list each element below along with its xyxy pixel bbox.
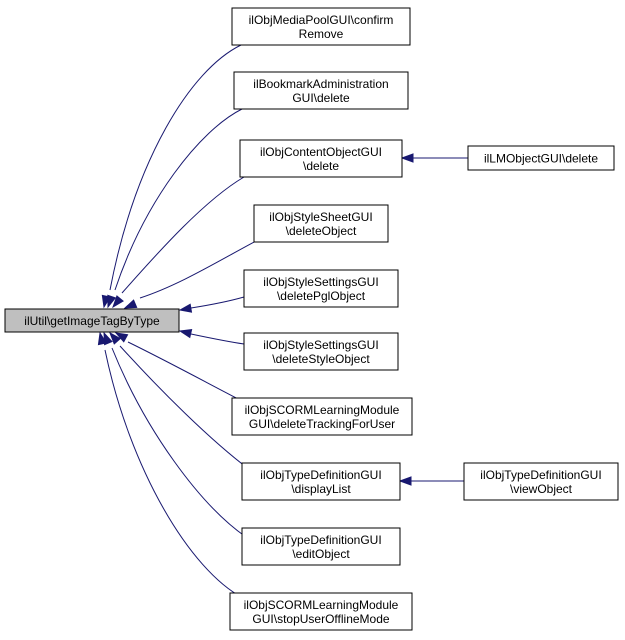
node-label-line: \deletePglObject	[277, 289, 366, 303]
edge-n7-to-focus	[114, 332, 251, 406]
node-label-line: GUI\deleteTrackingForUser	[249, 417, 395, 431]
node-n4[interactable]: ilObjStyleSheetGUI\deleteObject	[253, 204, 389, 243]
node-box	[231, 397, 413, 436]
node-box	[241, 462, 401, 501]
arrowhead	[178, 303, 193, 313]
node-label-line: ilObjSCORMLearningModule	[244, 598, 399, 612]
node-box	[243, 332, 399, 371]
node-box	[4, 308, 180, 333]
node-n3b[interactable]: ilLMObjectGUI\delete	[467, 145, 615, 171]
node-label-line: \editObject	[292, 547, 350, 561]
node-label-line: ilObjStyleSettingsGUI	[263, 338, 378, 352]
edge-n8b-to-n8	[398, 476, 464, 486]
edge-line	[114, 108, 243, 291]
edge-n2-to-focus	[107, 108, 243, 309]
edge-n6-to-focus	[178, 329, 245, 345]
node-label-line: ilObjTypeDefinitionGUI	[260, 533, 381, 547]
node-n5[interactable]: ilObjStyleSettingsGUI\deletePglObject	[243, 269, 399, 308]
edge-line	[121, 176, 245, 294]
node-label-line: ilObjSCORMLearningModule	[245, 403, 400, 417]
node-label-line: ilUtil\getImageTagByType	[24, 314, 160, 328]
nodes-layer: ilUtil\getImageTagByType ilObjMediaPoolGU…	[4, 7, 619, 631]
arrowhead	[178, 329, 193, 339]
edge-n9-to-focus	[103, 331, 247, 538]
node-n8b[interactable]: ilObjTypeDefinitionGUI\viewObject	[463, 462, 619, 501]
edge-line	[190, 333, 245, 345]
arrowhead	[109, 331, 122, 345]
edge-line	[139, 239, 259, 299]
edges-layer	[97, 44, 468, 599]
node-n7[interactable]: ilObjSCORMLearningModuleGUI\deleteTracki…	[231, 397, 413, 436]
arrowhead	[398, 476, 412, 486]
node-label-line: ilObjContentObjectGUI	[260, 145, 382, 159]
node-label-line: \displayList	[291, 482, 351, 496]
node-box	[241, 527, 401, 566]
node-n3[interactable]: ilObjContentObjectGUI\delete	[239, 139, 403, 178]
edge-n8-to-focus	[109, 331, 251, 471]
node-n10[interactable]: ilObjSCORMLearningModuleGUI\stopUserOffl…	[229, 592, 413, 631]
node-box	[467, 145, 615, 171]
node-label-line: ilObjStyleSettingsGUI	[263, 275, 378, 289]
arrowhead	[114, 332, 129, 343]
node-label-line: GUI\delete	[292, 91, 350, 105]
node-label-line: ilObjTypeDefinitionGUI	[260, 468, 381, 482]
edge-n10-to-focus	[97, 331, 244, 599]
node-box	[463, 462, 619, 501]
node-box	[229, 592, 413, 631]
edge-n4-to-focus	[123, 239, 259, 309]
node-box	[243, 269, 399, 308]
edge-line	[104, 349, 244, 599]
edge-line	[127, 341, 251, 406]
node-label-line: ilLMObjectGUI\delete	[484, 152, 598, 166]
node-label-line: GUI\stopUserOfflineMode	[252, 612, 389, 626]
node-label-line: \deleteObject	[286, 224, 357, 238]
node-label-line: ilBookmarkAdministration	[253, 77, 388, 91]
node-label-line: ilObjMediaPoolGUI\confirm	[249, 13, 394, 27]
node-label-line: ilObjTypeDefinitionGUI	[480, 468, 601, 482]
node-box	[233, 71, 409, 110]
arrowhead	[107, 294, 117, 309]
focus-node[interactable]: ilUtil\getImageTagByType	[4, 308, 180, 333]
edge-n5-to-focus	[178, 296, 245, 313]
arrowhead	[97, 331, 108, 346]
node-box	[239, 139, 403, 178]
edge-line	[111, 347, 247, 538]
edge-line	[190, 296, 245, 309]
node-label-line: \delete	[303, 159, 339, 173]
arrowhead	[123, 299, 138, 309]
arrowhead	[112, 295, 124, 309]
node-label-line: ilObjStyleSheetGUI	[269, 210, 372, 224]
node-box	[231, 7, 411, 46]
node-n8[interactable]: ilObjTypeDefinitionGUI\displayList	[241, 462, 401, 501]
edge-n3-to-focus	[112, 176, 245, 309]
node-box	[253, 204, 389, 243]
edge-n3b-to-n3	[400, 153, 468, 163]
edge-line	[119, 345, 251, 471]
node-label-line: \viewObject	[510, 482, 573, 496]
node-n6[interactable]: ilObjStyleSettingsGUI\deleteStyleObject	[243, 332, 399, 371]
node-label-line: \deleteStyleObject	[272, 352, 370, 366]
node-label-line: Remove	[299, 27, 344, 41]
edge-line	[109, 44, 242, 291]
arrowhead	[400, 153, 414, 163]
node-n9[interactable]: ilObjTypeDefinitionGUI\editObject	[241, 527, 401, 566]
